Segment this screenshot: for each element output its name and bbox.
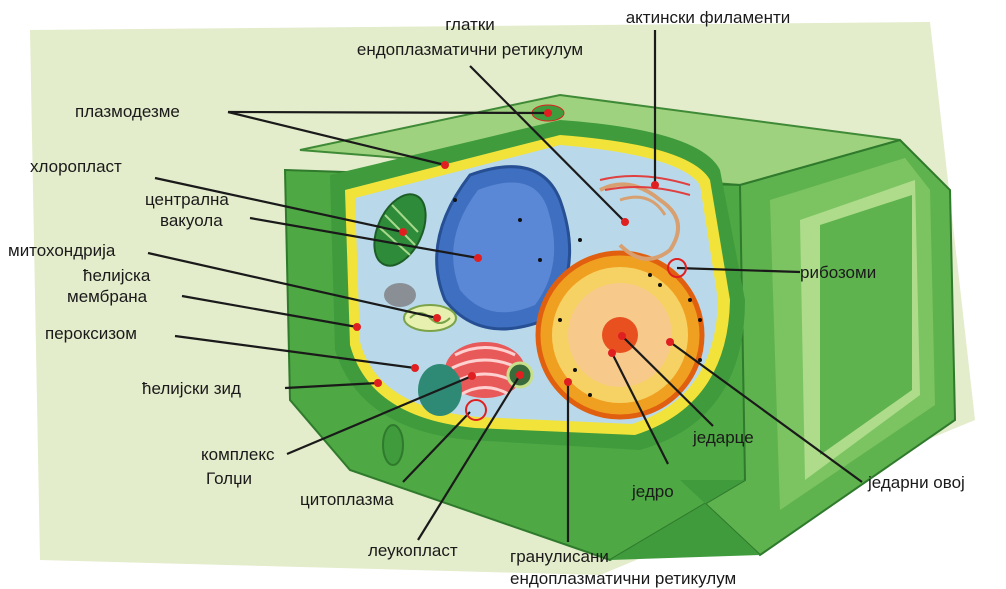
label-cell-membrane-1: ћелијска	[83, 266, 151, 285]
wall-pit	[383, 425, 403, 465]
label-chloroplast: хлоропласт	[30, 157, 122, 176]
label-peroxisome: пероксизом	[45, 324, 137, 343]
label-golgi-1: комплекс	[201, 445, 275, 464]
label-central-vacuole-2: вакуола	[160, 211, 223, 230]
label-leucoplast: леукопласт	[368, 541, 458, 560]
label-cell-membrane-2: мембрана	[67, 287, 148, 306]
label-mitochondria: митохондрија	[8, 241, 116, 260]
label-nucleus: једро	[631, 482, 674, 501]
grey-organelle	[384, 283, 416, 307]
label-rough-er-2: ендоплазматични ретикулум	[510, 569, 736, 588]
label-ribosomes: рибозоми	[800, 263, 876, 282]
label-golgi-2: Голџи	[206, 469, 252, 488]
label-smooth-er-2: ендоплазматични ретикулум	[357, 40, 583, 59]
label-actin: актински филаменти	[626, 8, 791, 27]
label-central-vacuole-1: централна	[145, 190, 229, 209]
label-nuclear-envelope: једарни овој	[867, 473, 965, 492]
label-rough-er-1: гранулисани	[510, 547, 609, 566]
label-nucleolus: једарце	[692, 428, 754, 447]
label-cytoplasm: цитоплазма	[300, 490, 394, 509]
label-cell-wall: ћелијски зид	[142, 379, 241, 398]
label-smooth-er-1: глатки	[445, 15, 495, 34]
label-plasmodesmata: плазмодезме	[75, 102, 180, 121]
